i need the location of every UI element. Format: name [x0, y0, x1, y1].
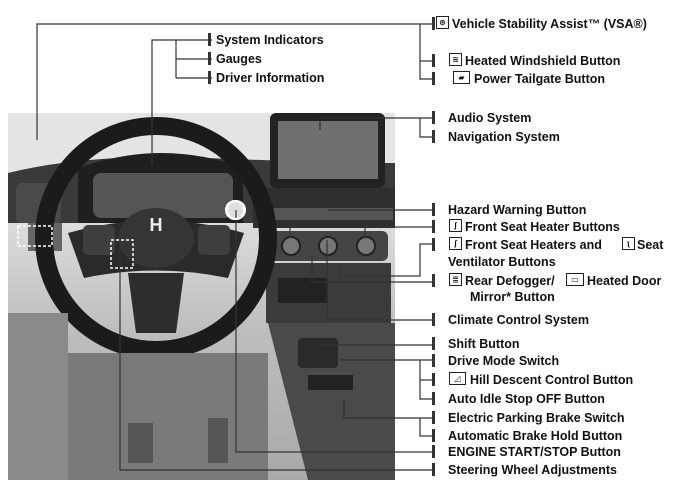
- label-ventilator-buttons: Ventilator Buttons: [448, 255, 556, 269]
- seat-heater-icon: ʃ: [449, 219, 462, 232]
- marker-bar: [208, 52, 211, 65]
- label-climate-control: Climate Control System: [448, 313, 590, 327]
- label-system-indicators: System Indicators: [216, 33, 324, 47]
- marker-bar: [432, 354, 435, 367]
- marker-bar: [432, 238, 435, 251]
- label-automatic-brake-hold: Automatic Brake Hold Button: [448, 429, 623, 443]
- honda-logo: H: [149, 215, 163, 235]
- heated-windshield-icon: ≋: [449, 53, 462, 66]
- marker-bar: [432, 313, 435, 326]
- label-shift-button: Shift Button: [448, 337, 520, 351]
- marker-bar: [432, 373, 435, 386]
- marker-bar: [432, 17, 435, 30]
- label-front-seat-heater: Front Seat Heater Buttons: [465, 220, 620, 234]
- label-auto-idle-stop: Auto Idle Stop OFF Button: [448, 392, 605, 406]
- seat-ventilator-icon: ʅ: [622, 237, 635, 250]
- marker-bar: [432, 463, 435, 476]
- label-driver-information: Driver Information: [216, 71, 325, 85]
- label-audio-system: Audio System: [448, 111, 532, 125]
- vsa-icon: ⊛: [436, 16, 449, 29]
- label-front-seat-heaters-and: Front Seat Heaters and: [465, 238, 602, 252]
- marker-bar: [432, 72, 435, 85]
- label-power-tailgate: Power Tailgate Button: [474, 72, 606, 86]
- label-engine-start-stop: ENGINE START/STOP Button: [448, 445, 621, 459]
- marker-bar: [208, 71, 211, 84]
- marker-bar: [208, 33, 211, 46]
- marker-bar: [432, 203, 435, 216]
- label-navigation-system: Navigation System: [448, 130, 560, 144]
- marker-bar: [432, 220, 435, 233]
- marker-bar: [432, 392, 435, 405]
- hill-descent-icon: ◿: [449, 372, 466, 385]
- heated-mirror-icon: ▭: [566, 273, 584, 286]
- label-heated-door: Heated Door: [587, 274, 662, 288]
- label-seat-word: Seat: [637, 238, 664, 252]
- label-gauges: Gauges: [216, 52, 262, 66]
- label-drive-mode: Drive Mode Switch: [448, 354, 560, 368]
- marker-bar: [432, 54, 435, 67]
- rear-defogger-icon: ≣: [449, 273, 462, 286]
- power-tailgate-icon: ▰: [453, 71, 470, 84]
- seat-heater-icon: ʃ: [449, 237, 462, 250]
- label-steering-wheel-adjustments: Steering Wheel Adjustments: [448, 463, 618, 477]
- label-mirror-button: Mirror* Button: [470, 290, 555, 304]
- marker-bar: [432, 429, 435, 442]
- label-hazard-warning: Hazard Warning Button: [448, 203, 587, 217]
- label-electric-parking-brake: Electric Parking Brake Switch: [448, 411, 625, 425]
- marker-bar: [432, 445, 435, 458]
- marker-bar: [432, 411, 435, 424]
- marker-bar: [432, 274, 435, 287]
- dashboard-photo: H: [8, 113, 395, 480]
- marker-bar: [432, 337, 435, 350]
- label-vsa: Vehicle Stability Assist™ (VSA®): [452, 17, 647, 31]
- marker-bar: [432, 130, 435, 143]
- marker-bar: [432, 111, 435, 124]
- label-rear-defogger: Rear Defogger/: [465, 274, 555, 288]
- label-heated-windshield: Heated Windshield Button: [465, 54, 621, 68]
- label-hill-descent: Hill Descent Control Button: [470, 373, 634, 387]
- dashboard-illustration: [8, 113, 395, 480]
